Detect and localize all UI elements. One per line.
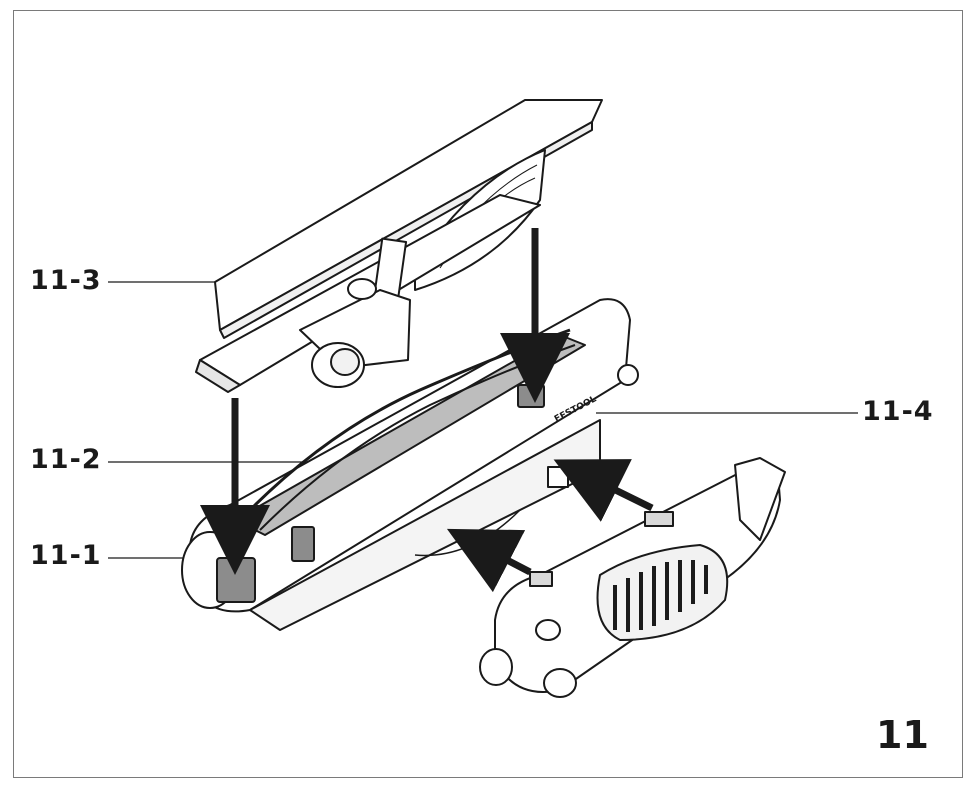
clamp-block-11-1 <box>216 557 256 603</box>
fence-rail-part <box>195 99 603 393</box>
arrow-left-lower <box>446 528 532 593</box>
clamp-block-small <box>291 526 315 562</box>
arrow-left-upper <box>553 459 654 522</box>
callout-11-3: 11-3 <box>30 265 102 296</box>
callout-11-4: 11-4 <box>862 396 934 427</box>
callout-11-2: 11-2 <box>30 444 102 475</box>
side-cover-part <box>479 457 786 698</box>
callout-11-1: 11-1 <box>30 540 102 571</box>
assembly-arrows <box>200 228 654 593</box>
figure-frame <box>13 10 963 778</box>
figure-number: 11 <box>876 713 929 757</box>
clamp-block-top <box>517 384 545 408</box>
